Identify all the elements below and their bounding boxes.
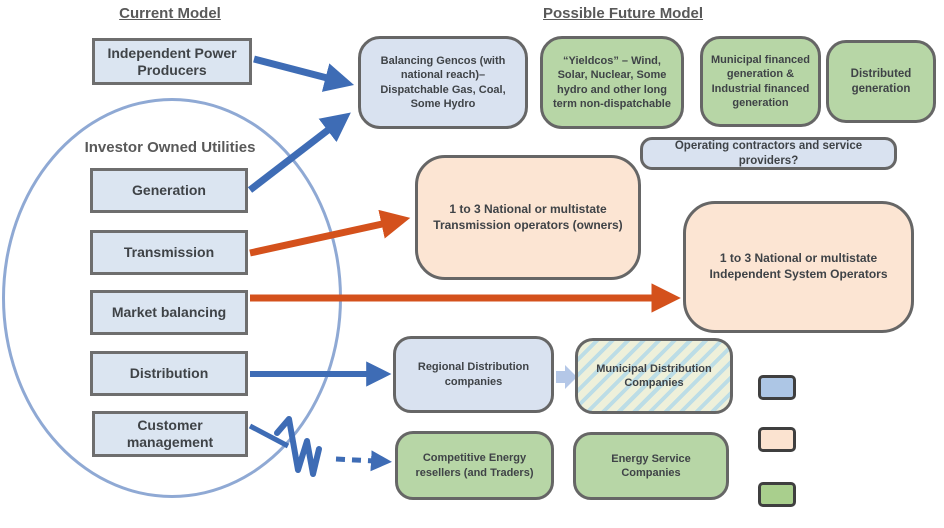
box-generation: Generation: [90, 168, 248, 213]
arrow-regional-to-municipal: [556, 365, 577, 389]
box-energy-service-companies: Energy Service Companies: [573, 432, 729, 500]
investor-owned-utilities-label: Investor Owned Utilities: [84, 139, 256, 156]
box-market-balancing: Market balancing: [90, 290, 248, 335]
legend-swatch-green: [758, 482, 796, 507]
arrow-transmission-to-operators: [249, 209, 411, 257]
current-model-heading: Current Model: [119, 5, 221, 22]
box-distributed-generation: Distributed generation: [826, 40, 936, 123]
squiggle-break-mark: [274, 416, 322, 477]
arrow-generation-to-gencos: [247, 112, 351, 193]
box-regional-distribution: Regional Distribution companies: [393, 336, 554, 413]
box-municipal-industrial-generation: Municipal financed generation & Industri…: [700, 36, 821, 127]
box-distribution: Distribution: [90, 351, 248, 396]
box-independent-power-producers: Independent Power Producers: [92, 38, 252, 85]
box-balancing-gencos: Balancing Gencos (with national reach)– …: [358, 36, 528, 129]
box-independent-system-operators: 1 to 3 National or multistate Independen…: [683, 201, 914, 333]
future-model-heading: Possible Future Model: [543, 5, 704, 22]
box-customer-management: Customer management: [92, 411, 248, 457]
line-customer-management: [248, 423, 290, 449]
dashed-arrow-to-resellers: [335, 450, 392, 472]
arrow-ipp-to-gencos: [253, 55, 355, 92]
box-transmission-operators: 1 to 3 National or multistate Transmissi…: [415, 155, 641, 280]
box-transmission: Transmission: [90, 230, 248, 275]
legend-swatch-peach: [758, 427, 796, 452]
legend-swatch-blue: [758, 375, 796, 400]
box-operating-contractors: Operating contractors and service provid…: [640, 137, 897, 170]
box-competitive-resellers: Competitive Energy resellers (and Trader…: [395, 431, 554, 500]
box-yieldcos: “Yieldcos” – Wind, Solar, Nuclear, Some …: [540, 36, 684, 129]
box-municipal-distribution: Municipal Distribution Companies: [575, 338, 733, 414]
